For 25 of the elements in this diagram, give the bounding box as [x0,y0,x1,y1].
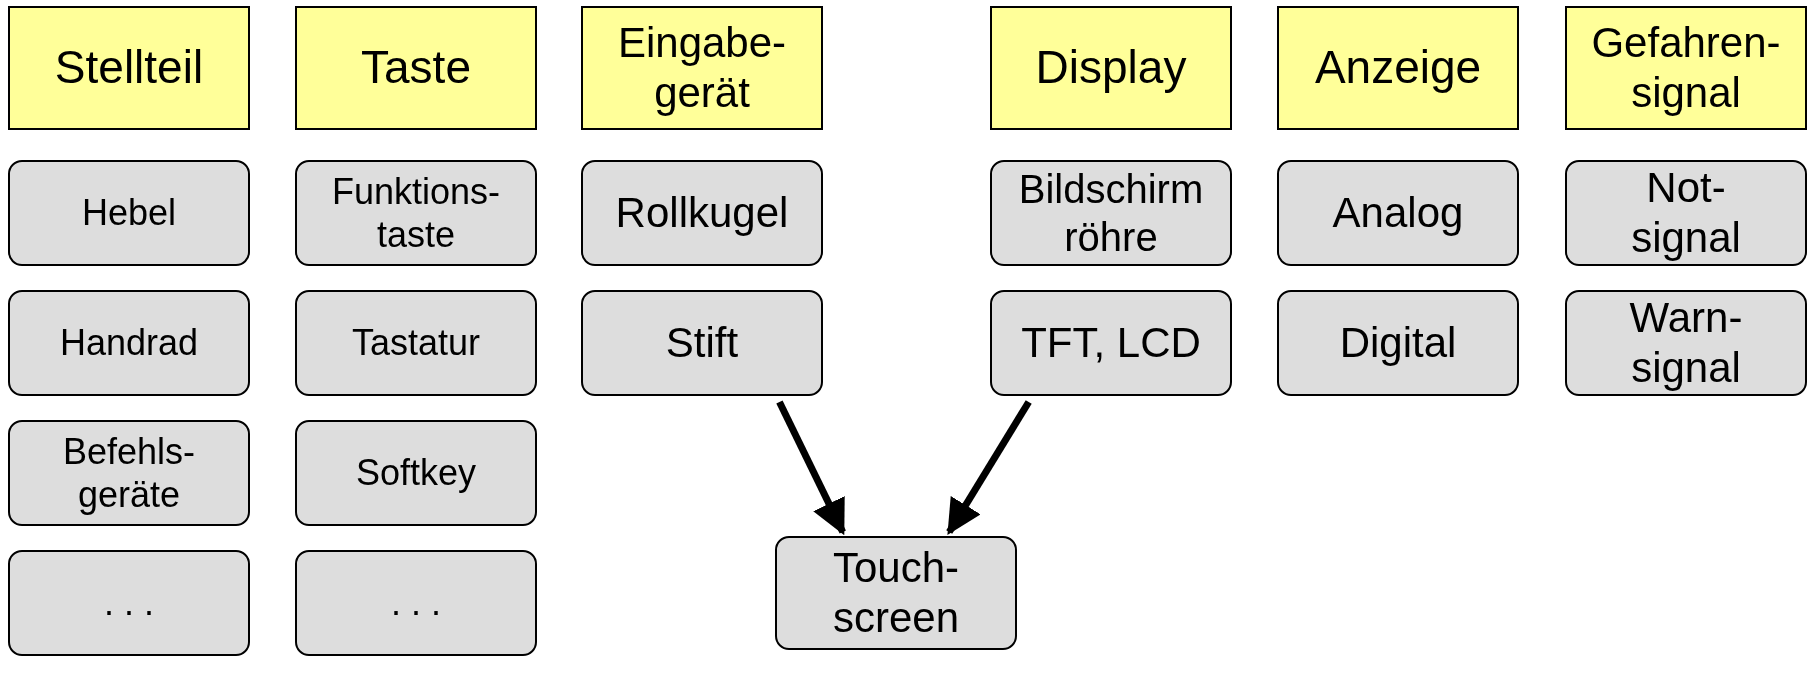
item-box: . . . [295,550,537,656]
item-box: Digital [1277,290,1519,396]
item-box: Stift [581,290,823,396]
item-box: Analog [1277,160,1519,266]
arrow [946,400,1032,535]
item-box: Handrad [8,290,250,396]
item-box: . . . [8,550,250,656]
item-box: Bildschirm röhre [990,160,1232,266]
item-box: Touch- screen [775,536,1017,650]
item-box: Rollkugel [581,160,823,266]
arrow [776,400,846,536]
item-box: Tastatur [295,290,537,396]
item-box: Befehls- geräte [8,420,250,526]
item-box: Warn- signal [1565,290,1807,396]
category-box: Eingabe- gerät [581,6,823,130]
category-box: Anzeige [1277,6,1519,130]
category-box: Display [990,6,1232,130]
item-box: Not- signal [1565,160,1807,266]
item-box: TFT, LCD [990,290,1232,396]
item-box: Softkey [295,420,537,526]
category-box: Stellteil [8,6,250,130]
category-box: Gefahren- signal [1565,6,1807,130]
item-box: Hebel [8,160,250,266]
category-box: Taste [295,6,537,130]
item-box: Funktions- taste [295,160,537,266]
